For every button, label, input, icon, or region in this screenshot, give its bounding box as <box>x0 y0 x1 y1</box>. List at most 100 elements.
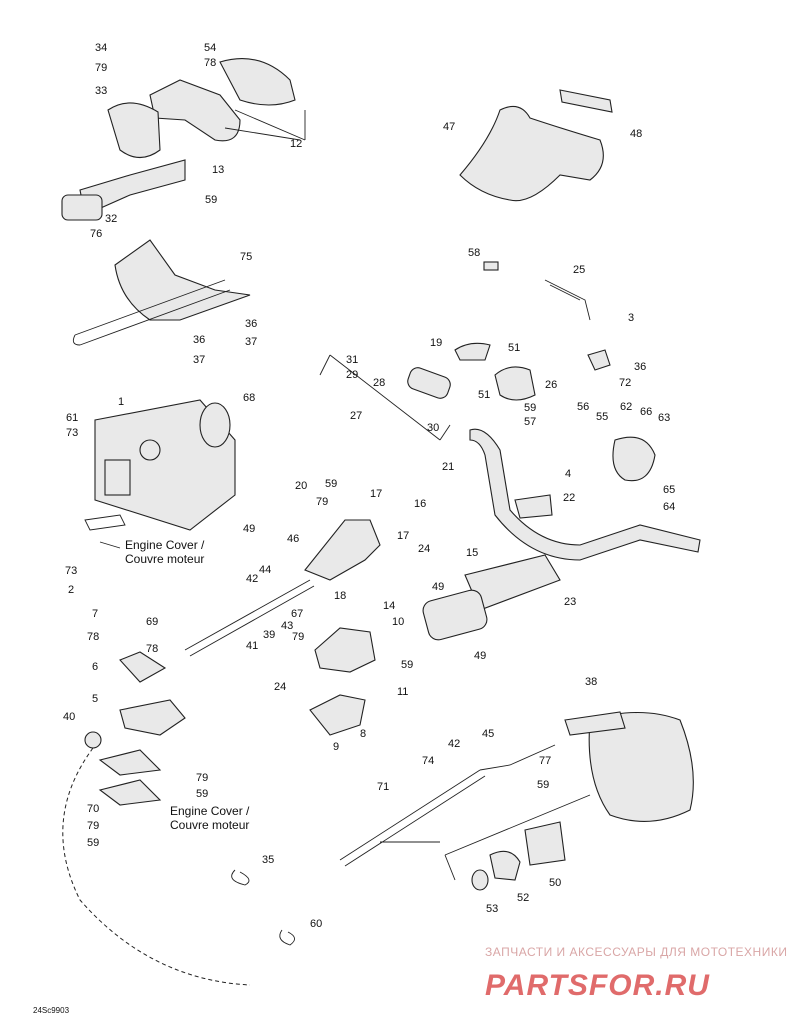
callout: 59 <box>87 837 99 849</box>
callout: 3 <box>628 312 634 324</box>
lower-left-brackets <box>84 651 186 806</box>
callout: 6 <box>92 661 98 673</box>
callout: 15 <box>466 547 478 559</box>
callout: 11 <box>397 686 408 698</box>
callout: 22 <box>563 492 575 504</box>
watermark: ЗАПЧАСТИ И АКСЕССУАРЫ ДЛЯ МОТОТЕХНИКИ PA… <box>485 945 787 1002</box>
upper-handle-assembly <box>61 58 306 221</box>
callout: 40 <box>63 711 75 723</box>
callout: 69 <box>146 616 158 628</box>
callout: 27 <box>350 410 362 422</box>
callout: 7 <box>92 608 98 620</box>
engine-cover-label: Engine Cover / <box>170 804 250 818</box>
callout: 33 <box>95 85 107 97</box>
callout: 78 <box>146 643 158 655</box>
callout: 58 <box>468 247 480 259</box>
callout: 59 <box>325 478 337 490</box>
callout: 51 <box>478 389 490 401</box>
clips <box>231 869 295 946</box>
callout: 79 <box>196 772 208 784</box>
callout: 66 <box>640 406 652 418</box>
callout: 5 <box>92 693 98 705</box>
callout: 50 <box>549 877 561 889</box>
callout: 36 <box>245 318 257 330</box>
callout: 65 <box>663 484 675 496</box>
callout: 24 <box>418 543 430 555</box>
callout: 63 <box>658 412 670 424</box>
callout: 32 <box>105 213 117 225</box>
callout: 31 <box>346 354 358 366</box>
callout: 59 <box>537 779 549 791</box>
callout: 68 <box>243 392 255 404</box>
engine-cover-label: Couvre moteur <box>125 552 204 566</box>
callout: 60 <box>310 918 322 930</box>
callout: 24 <box>274 681 286 693</box>
engine-cover-label: Couvre moteur <box>170 818 249 832</box>
bracket-16 <box>304 519 381 581</box>
callout: 17 <box>370 488 382 500</box>
callout: 55 <box>596 411 608 423</box>
callout: 59 <box>524 402 536 414</box>
callout: 36 <box>634 361 646 373</box>
callout: 42 <box>246 573 258 585</box>
callout: 8 <box>360 728 366 740</box>
callout: 67 <box>291 608 303 620</box>
callout: 42 <box>448 738 460 750</box>
callout: 4 <box>565 468 571 480</box>
callout: 37 <box>193 354 205 366</box>
callout: 46 <box>287 533 299 545</box>
callout: 70 <box>87 803 99 815</box>
callout: 78 <box>87 631 99 643</box>
callout: 57 <box>524 416 536 428</box>
callout: 49 <box>243 523 255 535</box>
handlebar-21 <box>469 428 701 561</box>
callout: 41 <box>246 640 258 652</box>
callout: 73 <box>66 427 78 439</box>
callout: 38 <box>585 676 597 688</box>
watermark-tagline: ЗАПЧАСТИ И АКСЕССУАРЫ ДЛЯ МОТОТЕХНИКИ <box>485 945 787 959</box>
callout: 43 <box>281 620 293 632</box>
callout: 54 <box>204 42 216 54</box>
engine-cover-labels: Engine Cover / Couvre moteur Engine Cove… <box>84 514 250 832</box>
engine-housing <box>94 399 236 531</box>
callout: 71 <box>377 781 389 793</box>
shaft-41 <box>184 579 315 657</box>
bracket-10 <box>309 627 376 736</box>
callout: 52 <box>517 892 529 904</box>
callout: 56 <box>577 401 589 413</box>
callout: 73 <box>65 565 77 577</box>
throttle-grip <box>407 342 536 401</box>
callout: 59 <box>401 659 413 671</box>
callout: 72 <box>619 377 631 389</box>
callout: 59 <box>205 194 217 206</box>
callout: 47 <box>443 121 455 133</box>
nozzle-housing <box>564 711 694 822</box>
callout: 48 <box>630 128 642 140</box>
callout: 29 <box>346 369 358 381</box>
callout: 74 <box>422 755 434 767</box>
callout: 79 <box>316 496 328 508</box>
steering-bracket <box>72 239 251 346</box>
callout: 51 <box>508 342 520 354</box>
callout: 30 <box>427 422 439 434</box>
callout: 28 <box>373 377 385 389</box>
diagram-code: 24Sc9903 <box>33 1006 70 1015</box>
steering-column-15 <box>422 554 561 641</box>
callout: 35 <box>262 854 274 866</box>
callout: 77 <box>539 755 551 767</box>
callout: 79 <box>95 62 107 74</box>
callout: 44 <box>259 564 271 576</box>
callout: 53 <box>486 903 498 915</box>
callout: 78 <box>204 57 216 69</box>
callout: 34 <box>95 42 107 54</box>
callout: 13 <box>212 164 224 176</box>
seal-parts <box>471 821 566 891</box>
callout: 21 <box>442 461 454 473</box>
cable-assembly-25 <box>483 261 591 321</box>
callout: 19 <box>430 337 442 349</box>
watermark-logo: PARTSFOR.RU <box>485 969 710 1002</box>
callout: 26 <box>545 379 557 391</box>
callout: 14 <box>383 600 395 612</box>
callout: 10 <box>392 616 404 628</box>
